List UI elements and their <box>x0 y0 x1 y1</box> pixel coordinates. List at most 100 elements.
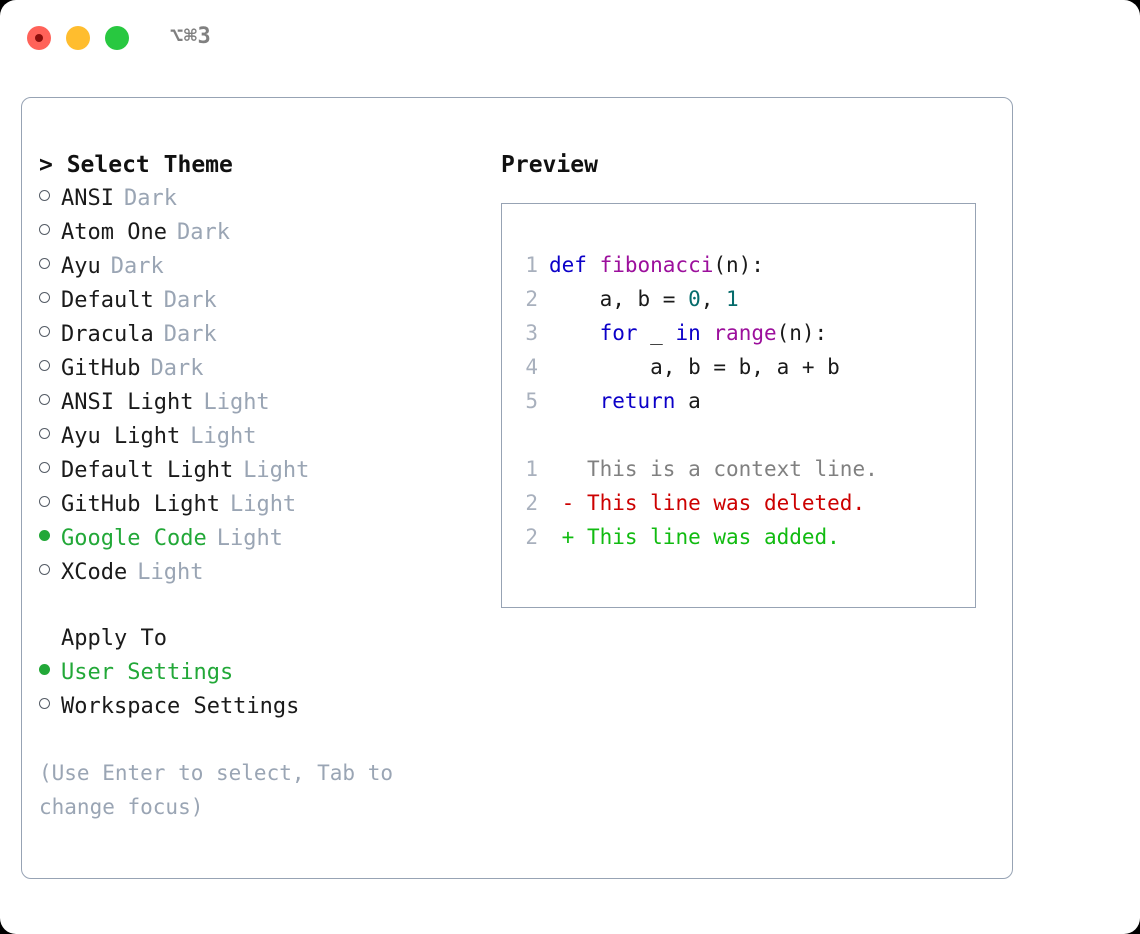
code-token: - <box>549 491 587 515</box>
theme-kind-badge: Dark <box>163 322 217 347</box>
code-token: fibonacci <box>599 253 714 277</box>
code-spacer <box>512 418 878 452</box>
maximize-window-button[interactable] <box>105 26 129 50</box>
theme-item-label: ANSI <box>61 186 114 211</box>
traffic-light-group <box>27 26 129 50</box>
theme-item-label: Atom One <box>61 220 167 245</box>
bullet-glyph <box>39 223 50 235</box>
apply-option-workspace-settings[interactable]: Workspace Settings <box>39 690 489 724</box>
select-theme-heading: > Select Theme <box>39 152 233 178</box>
keyboard-hint: (Use Enter to select, Tab to change focu… <box>39 761 394 819</box>
radio-unselected-icon <box>39 689 61 723</box>
code-line: 2 a, b = 0, 1 <box>512 282 878 316</box>
code-token: return <box>599 389 676 413</box>
title-bar: ⌥⌘3 <box>0 0 1140 78</box>
radio-unselected-icon <box>39 453 61 487</box>
radio-unselected-icon <box>39 283 61 317</box>
bullet-glyph <box>39 393 50 405</box>
theme-item-default-light[interactable]: Default Light Light <box>39 454 489 488</box>
code-line: 4 a, b = b, a + b <box>512 350 878 384</box>
diff-line: 1 This is a context line. <box>512 452 878 486</box>
theme-item-label: Google Code <box>61 526 207 551</box>
apply-option-user-settings[interactable]: User Settings <box>39 656 489 690</box>
bullet-glyph <box>39 529 50 541</box>
theme-kind-badge: Dark <box>150 356 204 381</box>
theme-kind-badge: Dark <box>176 220 230 245</box>
close-window-button[interactable] <box>27 26 51 50</box>
code-token <box>549 316 600 350</box>
radio-unselected-icon <box>39 249 61 283</box>
radio-unselected-icon <box>39 419 61 453</box>
theme-item-label: Default Light <box>61 458 234 483</box>
theme-item-ayu[interactable]: Ayu Dark <box>39 250 489 284</box>
code-token: (n): <box>713 253 764 277</box>
theme-item-github-light[interactable]: GitHub Light Light <box>39 488 489 522</box>
theme-item-label: GitHub <box>61 356 141 381</box>
code-token: (n): <box>776 321 828 345</box>
theme-kind-badge: Light <box>229 492 297 517</box>
radio-unselected-icon <box>39 215 61 249</box>
code-token: , <box>700 287 727 311</box>
code-token: a <box>675 389 701 413</box>
code-token: + <box>549 525 587 549</box>
apply-to-heading: Apply To <box>61 626 167 651</box>
bullet-glyph <box>39 697 50 709</box>
bullet-glyph <box>39 563 50 575</box>
code-line: 5 return a <box>512 384 878 418</box>
theme-item-label: ANSI Light <box>61 390 194 415</box>
code-token <box>701 316 714 350</box>
code-token <box>549 384 600 418</box>
radio-unselected-icon <box>39 317 61 351</box>
theme-item-label: Dracula <box>61 322 154 347</box>
radio-selected-icon <box>39 655 61 689</box>
radio-unselected-icon <box>39 487 61 521</box>
bullet-glyph <box>39 325 50 337</box>
theme-item-label: Ayu Light <box>61 424 181 449</box>
theme-kind-badge: Dark <box>110 254 164 279</box>
radio-unselected-icon <box>39 181 61 215</box>
radio-unselected-icon <box>39 385 61 419</box>
code-token: in <box>675 321 701 345</box>
code-token: This is a context line. <box>586 457 878 481</box>
theme-item-dracula[interactable]: Dracula Dark <box>39 318 489 352</box>
line-number: 3 <box>525 321 538 345</box>
theme-item-label: Default <box>61 288 154 313</box>
radio-unselected-icon <box>39 351 61 385</box>
line-number: 2 <box>525 525 538 549</box>
line-number: 2 <box>525 287 538 311</box>
apply-option-label: User Settings <box>61 660 234 685</box>
code-token: _ <box>637 321 676 345</box>
line-number: 5 <box>525 389 538 413</box>
bullet-glyph <box>39 663 50 675</box>
theme-item-label: GitHub Light <box>61 492 220 517</box>
theme-item-github[interactable]: GitHub Dark <box>39 352 489 386</box>
theme-item-atom-one[interactable]: Atom One Dark <box>39 216 489 250</box>
code-token: a, b = <box>549 287 689 311</box>
theme-item-label: XCode <box>61 560 128 585</box>
bullet-glyph <box>39 257 50 269</box>
minimize-window-button[interactable] <box>66 26 90 50</box>
code-line: 3 for _ in range(n): <box>512 316 878 350</box>
bullet-glyph <box>39 461 50 473</box>
diff-line: 2 + This line was added. <box>512 520 878 554</box>
code-token: a, b = b, a + b <box>549 355 840 379</box>
code-token: This line was added. <box>586 525 840 549</box>
theme-item-label: Ayu <box>61 254 101 279</box>
code-token: This line was deleted. <box>586 491 866 515</box>
code-token: for <box>599 321 638 345</box>
code-token <box>549 452 587 486</box>
theme-kind-badge: Light <box>243 458 310 483</box>
